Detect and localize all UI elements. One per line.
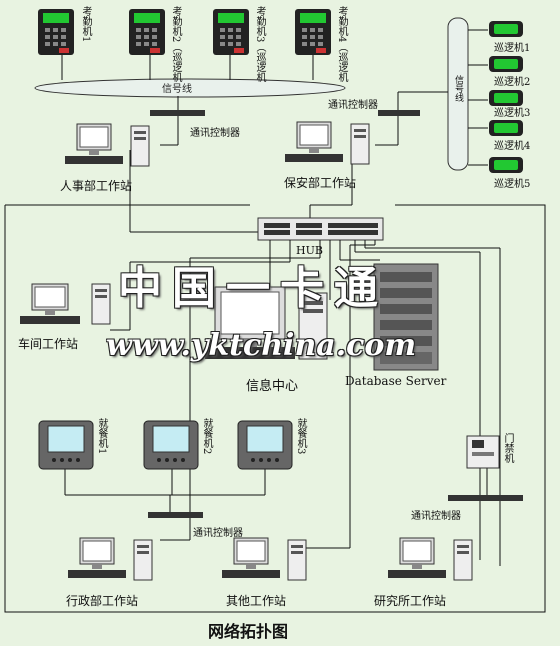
hr-workstation-computer (65, 122, 160, 176)
other-workstation-computer (222, 536, 317, 590)
signal-line-right-label: 信号线 (453, 75, 463, 102)
patrol-device-3 (488, 89, 524, 111)
security-workstation-computer (285, 120, 380, 174)
dining-label-1: 就餐机1 (96, 418, 107, 455)
attendance-terminal-1 (37, 8, 77, 60)
attendance-terminal-2 (128, 8, 168, 60)
info-center-computer (205, 285, 335, 369)
dining-label-2: 就餐机2 (201, 418, 212, 455)
hr-controller-label: 通讯控制器 (190, 128, 240, 139)
database-server-rack (372, 262, 442, 376)
door-access-device (466, 435, 502, 473)
admin-station-label: 行政部工作站 (66, 594, 139, 608)
patrol-device-5 (488, 156, 524, 178)
patrol-device-2 (488, 55, 524, 77)
access-controller-label: 通讯控制器 (411, 511, 461, 522)
security-station-label: 保安部工作站 (284, 176, 357, 190)
dining-terminal-2 (143, 420, 199, 474)
canteen-controller-label: 通讯控制器 (193, 528, 243, 539)
signal-line-label: 信号线 (162, 84, 192, 95)
attendance-label-1: 考勤机1 (80, 6, 91, 43)
patrol-device-1 (488, 20, 524, 42)
patrol-controller-label: 通讯控制器 (328, 100, 378, 111)
watermark-brand: 中国一卡通 (118, 263, 388, 314)
door-access-label: 门禁机 (502, 433, 513, 463)
database-server-label: Database Server (345, 374, 447, 388)
research-station-label: 研究所工作站 (374, 594, 447, 608)
hub-label: HUB (296, 244, 323, 257)
patrol-label-3: 巡逻机3 (494, 108, 531, 119)
dining-terminal-1 (38, 420, 94, 474)
other-station-label: 其他工作站 (226, 594, 287, 608)
info-center-label: 信息中心 (246, 379, 299, 394)
workshop-station-label: 车间工作站 (18, 337, 79, 351)
patrol-label-1: 巡逻机1 (494, 43, 531, 54)
patrol-label-5: 巡逻机5 (494, 179, 531, 190)
attendance-label-4: 考勤机4（巡逻机 (336, 6, 347, 83)
patrol-label-2: 巡逻机2 (494, 77, 531, 88)
dining-terminal-3 (237, 420, 293, 474)
admin-workstation-computer (68, 536, 163, 590)
attendance-terminal-3 (212, 8, 252, 60)
attendance-terminal-4 (294, 8, 334, 60)
hr-station-label: 人事部工作站 (60, 179, 133, 193)
attendance-label-3: 考勤机3（巡逻机 (254, 6, 265, 83)
patrol-label-4: 巡逻机4 (494, 141, 531, 152)
research-workstation-computer (388, 536, 483, 590)
workshop-workstation-computer (18, 282, 118, 336)
dining-label-3: 就餐机3 (295, 418, 306, 455)
patrol-device-4 (488, 119, 524, 141)
diagram-title: 网络拓扑图 (208, 622, 289, 641)
attendance-label-2: 考勤机2（巡逻机 (170, 6, 181, 83)
watermark-url: www.yktchina.com (106, 328, 417, 363)
